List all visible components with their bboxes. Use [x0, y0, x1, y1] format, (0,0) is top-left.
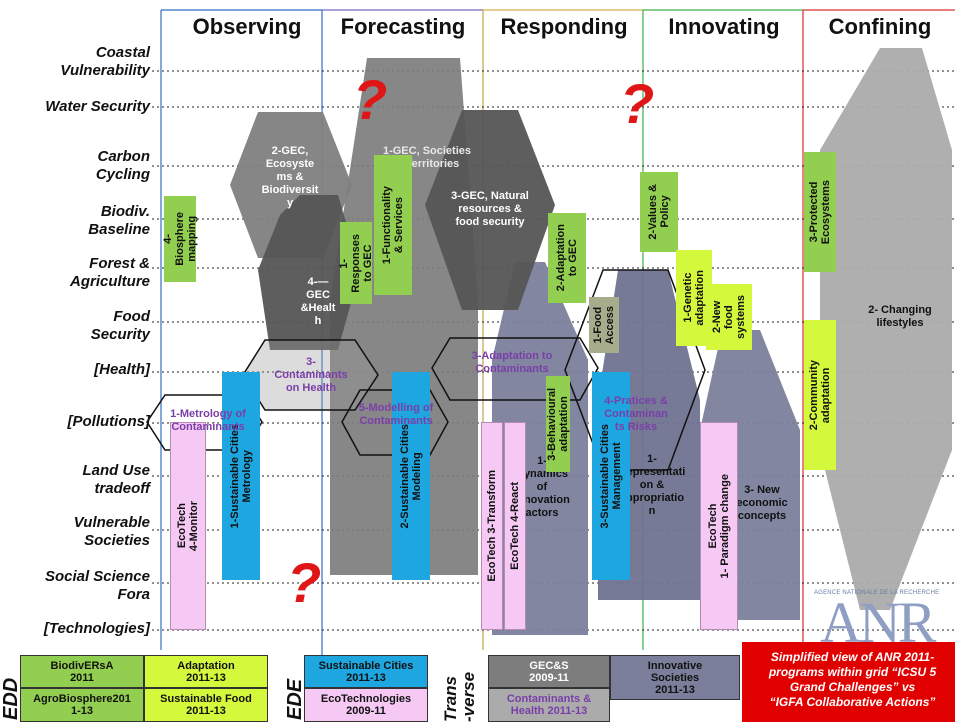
label-representation: 1- Representati on & appropriatio n: [618, 453, 686, 517]
box-community-adaptation: 2-Community adaptation: [804, 320, 836, 470]
box-behavioural-adaptation: 3-Behavioural adaptation: [546, 376, 570, 472]
legend-gecs: GEC&S 2009-11: [488, 655, 610, 688]
legend-sustainable-food: Sustainable Food 2011-13: [144, 688, 268, 722]
shape-gec-health: [258, 195, 360, 350]
label-gec-ecosystems: 2-GEC, Ecosyste ms & Biodiversit y: [261, 145, 319, 209]
shape-gec-natural: [425, 110, 555, 310]
box-genetic-adaptation-label: 1-Genetic adaptation: [682, 270, 706, 326]
legend-adaptation: Adaptation 2011-13: [144, 655, 268, 688]
row-label-pollutions: [Pollutions]: [67, 413, 151, 430]
column-header-innovating: Innovating: [668, 14, 780, 39]
legend-transverse-label: Trans -verse: [441, 671, 478, 722]
label-metrology-contaminants: 1-Metrology of Contaminants: [170, 408, 246, 433]
legend-sustainable-cities: Sustainable Cities 2011-13: [304, 655, 428, 688]
box-ecotech-react: EcoTech 4-React: [504, 422, 526, 630]
column-header-responding: Responding: [500, 14, 628, 39]
row-label-health: [Health]: [94, 361, 150, 378]
column-header-forecasting: Forecasting: [340, 14, 466, 39]
box-sc-management: 3-Sustainable Cities Management: [592, 372, 630, 580]
row-label-technologies: [Technologies]: [43, 620, 150, 637]
box-functionality-services: 1-Functionality & Services: [374, 155, 412, 295]
box-adaptation-gec-label: 2-Adaptation to GEC: [555, 224, 579, 292]
box-ecotech-paradigm-label: EcoTech 1- Paradigm change: [707, 473, 731, 579]
legend-biodiversa: BiodivERsA 2011: [20, 655, 144, 688]
box-responses-gec-label: 1- Responses to GEC: [338, 233, 374, 293]
question-mark-observing: ?: [287, 551, 322, 614]
row-label-carbon: Carbon Cycling: [95, 148, 150, 183]
caption-box: Simplified view of ANR 2011- programs wi…: [742, 642, 955, 722]
row-label-food: Food Security: [90, 308, 150, 343]
legend-agrobiosphere: AgroBiosphere201 1-13: [20, 688, 144, 722]
label-contaminants-health: 3- Contaminants on Health: [274, 356, 348, 394]
box-ecotech-monitor: EcoTech 4-Monitor: [170, 422, 206, 630]
box-sc-modeling-label: 2-Sustainable Cities Modeling: [399, 423, 423, 529]
legend-ecotechnologies: EcoTechnologies 2009-11: [304, 688, 428, 722]
label-modelling-contaminants: 5-Modelling of Contaminants: [358, 402, 434, 427]
anr-logo-letters: ANR: [820, 590, 936, 655]
box-values-policy: 2-Values & Policy: [640, 172, 678, 252]
box-food-access: 1-Food Access: [589, 297, 619, 353]
box-community-adaptation-label: 2-Community adaptation: [808, 359, 832, 431]
box-values-policy-label: 2-Values & Policy: [647, 184, 671, 240]
hex-practices: [564, 269, 706, 471]
question-mark-innovating: ?: [620, 72, 655, 135]
box-sc-management-label: 3-Sustainable Cities Management: [599, 423, 623, 529]
row-label-water: Water Security: [45, 98, 150, 115]
box-responses-gec: 1- Responses to GEC: [338, 222, 374, 304]
question-mark-forecasting: ?: [353, 68, 388, 131]
hex-modelling: [341, 389, 449, 456]
legend-contaminants-health: Contaminants & Health 2011-13: [488, 688, 610, 722]
row-label-vulnerable: Vulnerable Societies: [73, 514, 150, 549]
box-protected-ecosystems-label: 3-Protected Ecosystems: [808, 179, 832, 245]
label-new-concepts: 3- New economic concepts: [736, 484, 788, 522]
column-header-observing: Observing: [192, 14, 302, 39]
box-adaptation-gec: 2-Adaptation to GEC: [548, 213, 586, 303]
box-functionality-services-label: 1-Functionality & Services: [381, 185, 405, 265]
anr-logo-caption: AGENCE NATIONALE DE LA RECHERCHE: [814, 590, 940, 596]
box-biosphere-mapping: 4- Biosphere mapping: [162, 196, 198, 282]
box-protected-ecosystems: 3-Protected Ecosystems: [804, 152, 836, 272]
hex-adaptation: [431, 337, 599, 401]
box-new-food-systems: 2-New food systems: [706, 284, 752, 350]
column-header-confining: Confining: [828, 14, 932, 39]
box-ecotech-transform-label: EcoTech 3-Transform: [486, 470, 498, 582]
legend-innovative-societies: Innovative Societies 2011-13: [610, 655, 740, 700]
box-sc-modeling: 2-Sustainable Cities Modeling: [392, 372, 430, 580]
row-label-landuse: Land Use tradeoff: [82, 462, 150, 497]
label-gec-health: 4-— GEC &Healt h: [300, 276, 336, 327]
box-ecotech-monitor-label: EcoTech 4-Monitor: [176, 500, 200, 552]
row-label-forest: Forest & Agriculture: [69, 255, 150, 290]
box-sc-metrology: 1-Sustainable Cities Metrology: [222, 372, 260, 580]
row-label-social: Social Science Fora: [44, 568, 150, 603]
label-gec-natural: 3-GEC, Natural resources & food security: [451, 190, 529, 228]
row-label-biodiv: Biodiv. Baseline: [88, 203, 150, 238]
box-biosphere-mapping-label: 4- Biosphere mapping: [162, 212, 198, 266]
box-new-food-systems-label: 2-New food systems: [711, 294, 747, 340]
label-adaptation-contaminants: 3-Adaptation to Contaminants: [471, 350, 553, 375]
box-ecotech-paradigm: EcoTech 1- Paradigm change: [700, 422, 738, 630]
row-label-coastal: Coastal Vulnerability: [60, 44, 150, 79]
box-food-access-label: 1-Food Access: [592, 305, 616, 345]
box-behavioural-adaptation-label: 3-Behavioural adaptation: [546, 387, 570, 461]
box-ecotech-react-label: EcoTech 4-React: [509, 482, 521, 570]
label-changing-lifestyles: 2- Changing lifestyles: [868, 304, 932, 329]
box-ecotech-transform: EcoTech 3-Transform: [481, 422, 503, 630]
box-sc-metrology-label: 1-Sustainable Cities Metrology: [229, 423, 253, 529]
label-practices-risks: 4-Pratices & Contaminan ts Risks: [604, 395, 668, 433]
shape-changing-lifestyles: [820, 48, 952, 610]
